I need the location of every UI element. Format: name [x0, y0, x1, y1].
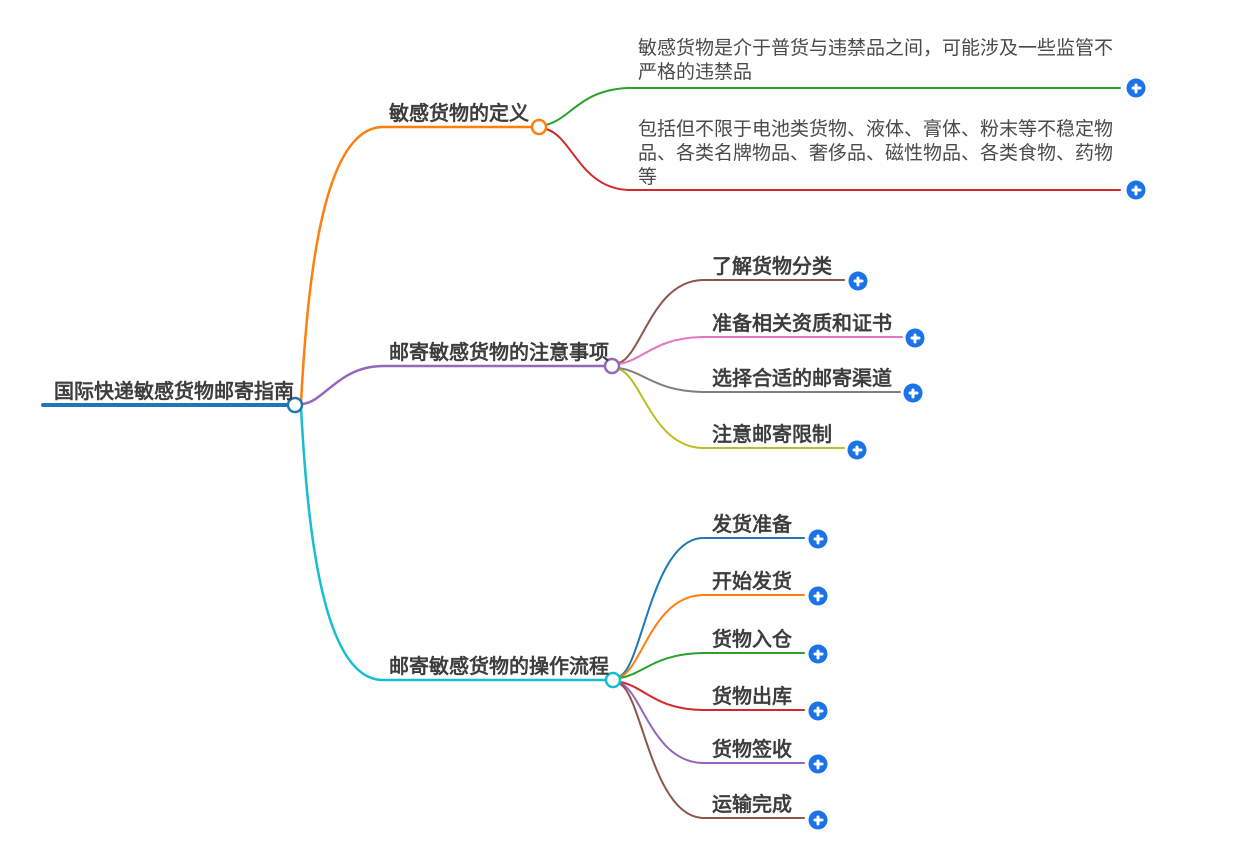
leaf-3-1-label[interactable]: 发货准备	[712, 514, 792, 536]
add-child-button-3-2[interactable]	[808, 586, 828, 606]
add-child-button-3-1[interactable]	[808, 529, 828, 549]
leaf-1-1-text[interactable]: 敏感货物是介于普货与违禁品之间，可能涉及一些监管不严格的违禁品	[638, 38, 1114, 83]
add-child-button-2-1[interactable]	[848, 271, 868, 291]
root-node-toggle-circle[interactable]	[286, 396, 304, 414]
plus-icon	[809, 645, 828, 664]
leaf-3-1-connector	[619, 537, 805, 677]
leaf-3-6-label[interactable]: 运输完成	[712, 794, 792, 816]
add-child-button-2-4[interactable]	[847, 440, 867, 460]
branch-1-toggle-circle[interactable]	[530, 118, 548, 136]
leaf-2-2-label[interactable]: 准备相关资质和证书	[712, 313, 892, 335]
add-child-button-2-2[interactable]	[905, 328, 925, 348]
plus-icon	[849, 272, 868, 291]
leaf-1-2-text[interactable]: 包括但不限于电池类货物、液体、膏体、粉末等不稳定物品、各类名牌物品、奢侈品、磁性…	[638, 119, 1114, 188]
add-child-button-2-3[interactable]	[903, 383, 923, 403]
add-child-button-1-2[interactable]	[1126, 180, 1146, 200]
plus-icon	[809, 530, 828, 549]
root-node-label[interactable]: 国际快递敏感货物邮寄指南	[54, 381, 294, 403]
leaf-2-3-label[interactable]: 选择合适的邮寄渠道	[712, 368, 892, 390]
leaf-3-3-connector	[619, 652, 805, 679]
add-child-button-3-4[interactable]	[808, 701, 828, 721]
add-child-button-3-6[interactable]	[808, 810, 828, 830]
plus-icon	[809, 755, 828, 774]
add-child-button-1-1[interactable]	[1126, 78, 1146, 98]
plus-icon	[906, 329, 925, 348]
leaf-2-1-label[interactable]: 了解货物分类	[712, 256, 832, 278]
leaf-3-2-label[interactable]: 开始发货	[712, 571, 792, 593]
branch-2-toggle-circle[interactable]	[603, 357, 621, 375]
add-child-button-3-5[interactable]	[808, 754, 828, 774]
branch-1-label[interactable]: 敏感货物的定义	[389, 103, 529, 125]
plus-icon	[809, 702, 828, 721]
leaf-3-3-label[interactable]: 货物入仓	[712, 629, 792, 651]
plus-icon	[904, 384, 923, 403]
plus-icon	[848, 441, 867, 460]
branch-3-label[interactable]: 邮寄敏感货物的操作流程	[389, 656, 609, 678]
leaf-3-4-label[interactable]: 货物出库	[712, 686, 792, 708]
branch-2-label[interactable]: 邮寄敏感货物的注意事项	[389, 342, 609, 364]
plus-icon	[809, 587, 828, 606]
leaf-2-2-connector	[618, 336, 903, 365]
plus-icon	[809, 811, 828, 830]
branch-2-connector	[300, 364, 607, 406]
plus-icon	[1127, 181, 1146, 200]
leaf-3-5-label[interactable]: 货物签收	[712, 739, 792, 761]
add-child-button-3-3[interactable]	[808, 644, 828, 664]
plus-icon	[1127, 79, 1146, 98]
branch-3-connector	[299, 406, 608, 682]
branch-3-toggle-circle[interactable]	[604, 671, 622, 689]
leaf-2-4-label[interactable]: 注意邮寄限制	[712, 424, 832, 446]
